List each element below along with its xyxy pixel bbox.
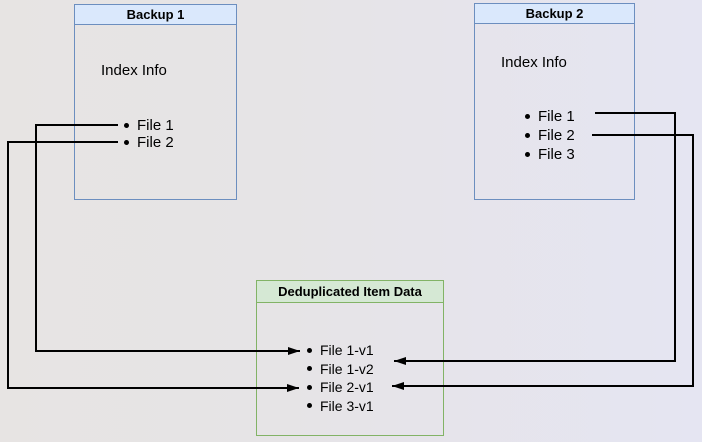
file-label: File 1-v2 [320,360,374,377]
file-label: File 1 [137,117,174,134]
file-label: File 1 [538,108,575,125]
backup1-title: Backup 1 [126,7,185,22]
dedup-file-list: File 1-v1 File 1-v2 File 2-v1 File 3-v1 [307,341,374,415]
list-item: File 3 [525,145,575,164]
list-item: File 3-v1 [307,397,374,416]
backup2-title: Backup 2 [525,6,584,21]
bullet-icon [307,366,312,372]
backup1-index-info-label: Index Info [101,62,167,79]
backup2-box: Backup 2 Index Info [474,3,635,200]
bullet-icon [124,123,129,128]
file-label: File 3 [538,146,575,163]
bullet-icon [307,384,312,390]
dedup-title: Deduplicated Item Data [278,284,422,299]
backup2-header: Backup 2 [475,4,634,24]
file-label: File 2-v1 [320,379,374,396]
backup2-index-info-label: Index Info [501,54,567,71]
list-item: File 2 [124,134,174,151]
list-item: File 1-v2 [307,360,374,379]
list-item: File 1 [124,117,174,134]
backup1-file-list: File 1 File 2 [124,117,174,151]
bullet-icon [124,140,129,145]
list-item: File 1-v1 [307,341,374,360]
file-label: File 2 [137,134,174,151]
file-label: File 2 [538,127,575,144]
dedup-header: Deduplicated Item Data [257,281,443,303]
backup2-file-list: File 1 File 2 File 3 [525,107,575,164]
bullet-icon [307,347,312,353]
bullet-icon [525,133,530,138]
backup1-box: Backup 1 Index Info [74,4,237,200]
backup1-header: Backup 1 [75,5,236,25]
list-item: File 2-v1 [307,378,374,397]
list-item: File 2 [525,126,575,145]
bullet-icon [307,403,312,409]
file-label: File 3-v1 [320,397,374,414]
bullet-icon [525,152,530,157]
bullet-icon [525,114,530,119]
file-label: File 1-v1 [320,342,374,359]
list-item: File 1 [525,107,575,126]
